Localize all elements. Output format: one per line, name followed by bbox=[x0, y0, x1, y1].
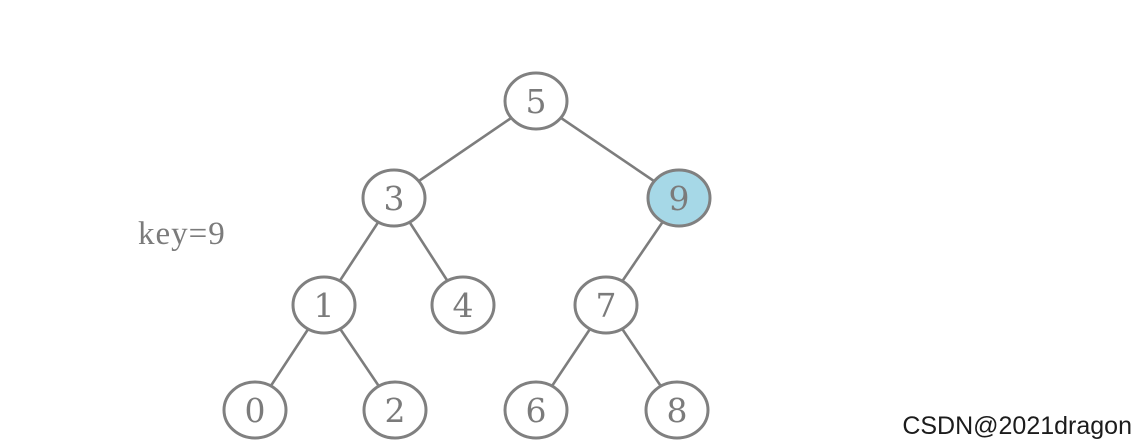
key-annotation: key=9 bbox=[138, 216, 226, 252]
node-value-0: 0 bbox=[245, 391, 266, 430]
node-circle-6 bbox=[503, 380, 569, 440]
tree-node-7: 7 bbox=[573, 275, 639, 335]
tree-node-5: 5 bbox=[503, 71, 569, 131]
node-value-2: 2 bbox=[385, 391, 406, 430]
tree-node-0: 0 bbox=[222, 380, 288, 440]
node-value-8: 8 bbox=[667, 391, 688, 430]
node-circle-7 bbox=[573, 275, 639, 335]
node-value-7: 7 bbox=[596, 286, 617, 325]
tree-node-8: 8 bbox=[644, 380, 710, 440]
tree-node-9-highlighted: 9 bbox=[646, 168, 712, 228]
tree-node-6: 6 bbox=[503, 380, 569, 440]
node-circle-9 bbox=[646, 168, 712, 228]
node-circle-5 bbox=[503, 71, 569, 131]
node-circle-1 bbox=[291, 275, 357, 335]
node-value-3: 3 bbox=[384, 179, 405, 218]
node-circle-0 bbox=[222, 380, 288, 440]
node-value-5: 5 bbox=[526, 82, 547, 121]
node-value-4: 4 bbox=[453, 286, 474, 325]
node-circle-3 bbox=[361, 168, 427, 228]
node-value-6: 6 bbox=[526, 391, 547, 430]
node-value-1: 1 bbox=[314, 286, 335, 325]
csdn-watermark: CSDN@2021dragon bbox=[902, 412, 1132, 440]
tree-node-2: 2 bbox=[362, 380, 428, 440]
node-value-9: 9 bbox=[669, 179, 690, 218]
tree-node-1: 1 bbox=[291, 275, 357, 335]
tree-node-3: 3 bbox=[361, 168, 427, 228]
node-circle-2 bbox=[362, 380, 428, 440]
tree-node-4: 4 bbox=[430, 275, 496, 335]
node-circle-8 bbox=[644, 380, 710, 440]
node-circle-4 bbox=[430, 275, 496, 335]
